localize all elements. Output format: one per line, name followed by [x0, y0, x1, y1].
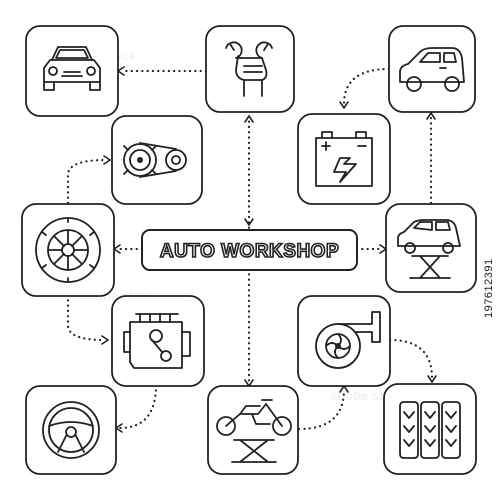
- node-wrench-hand: [205, 25, 295, 113]
- turbocharger-icon: [315, 311, 381, 369]
- arrow: [427, 375, 437, 383]
- engine-icon: [123, 313, 191, 369]
- node-battery: [297, 113, 391, 205]
- node-motorcycle-lift: [207, 385, 299, 475]
- edge-engine-to-steering: [118, 383, 158, 430]
- arrow: [244, 379, 254, 387]
- edge-turbo-to-tires: [388, 338, 434, 380]
- arrow: [103, 155, 111, 165]
- wrench-hand-icon: [225, 41, 273, 97]
- arrow: [379, 244, 387, 254]
- stock-id: 197612391: [483, 258, 495, 318]
- node-car-front: [25, 25, 119, 117]
- arrow: [115, 423, 123, 433]
- arrow: [244, 218, 254, 226]
- node-engine: [111, 295, 205, 387]
- center-title: AUTO WORKSHOP: [160, 241, 339, 262]
- steering-wheel-icon: [42, 401, 100, 459]
- arrow: [113, 244, 121, 254]
- edge-wheel-to-belt: [66, 158, 108, 205]
- timing-belt-icon: [123, 142, 187, 178]
- edge-hatchback-to-battery: [342, 67, 391, 106]
- connectors: [66, 66, 437, 433]
- node-tires: [383, 383, 477, 475]
- arrow: [339, 385, 349, 393]
- car-front-icon: [43, 46, 101, 91]
- node-steering-wheel: [25, 385, 117, 475]
- tires-stack-icon: [399, 401, 461, 459]
- wheel-icon: [35, 217, 101, 283]
- arrow: [117, 66, 125, 76]
- hatchback-car-icon: [399, 47, 465, 92]
- center-node: AUTO WORKSHOP: [141, 229, 358, 271]
- node-hatchback: [388, 25, 476, 113]
- car-lift-icon: [397, 219, 461, 279]
- car-battery-icon: [315, 131, 373, 187]
- arrow: [339, 101, 349, 109]
- node-timing-belt: [111, 115, 203, 205]
- motorcycle-lift-icon: [216, 399, 292, 463]
- arrow: [244, 115, 254, 123]
- node-car-lift: [385, 203, 477, 293]
- node-wheel: [21, 203, 115, 297]
- node-turbo: [297, 295, 391, 387]
- edge-wheel-to-engine: [66, 293, 106, 342]
- arrow: [426, 112, 436, 120]
- arrow: [101, 335, 109, 345]
